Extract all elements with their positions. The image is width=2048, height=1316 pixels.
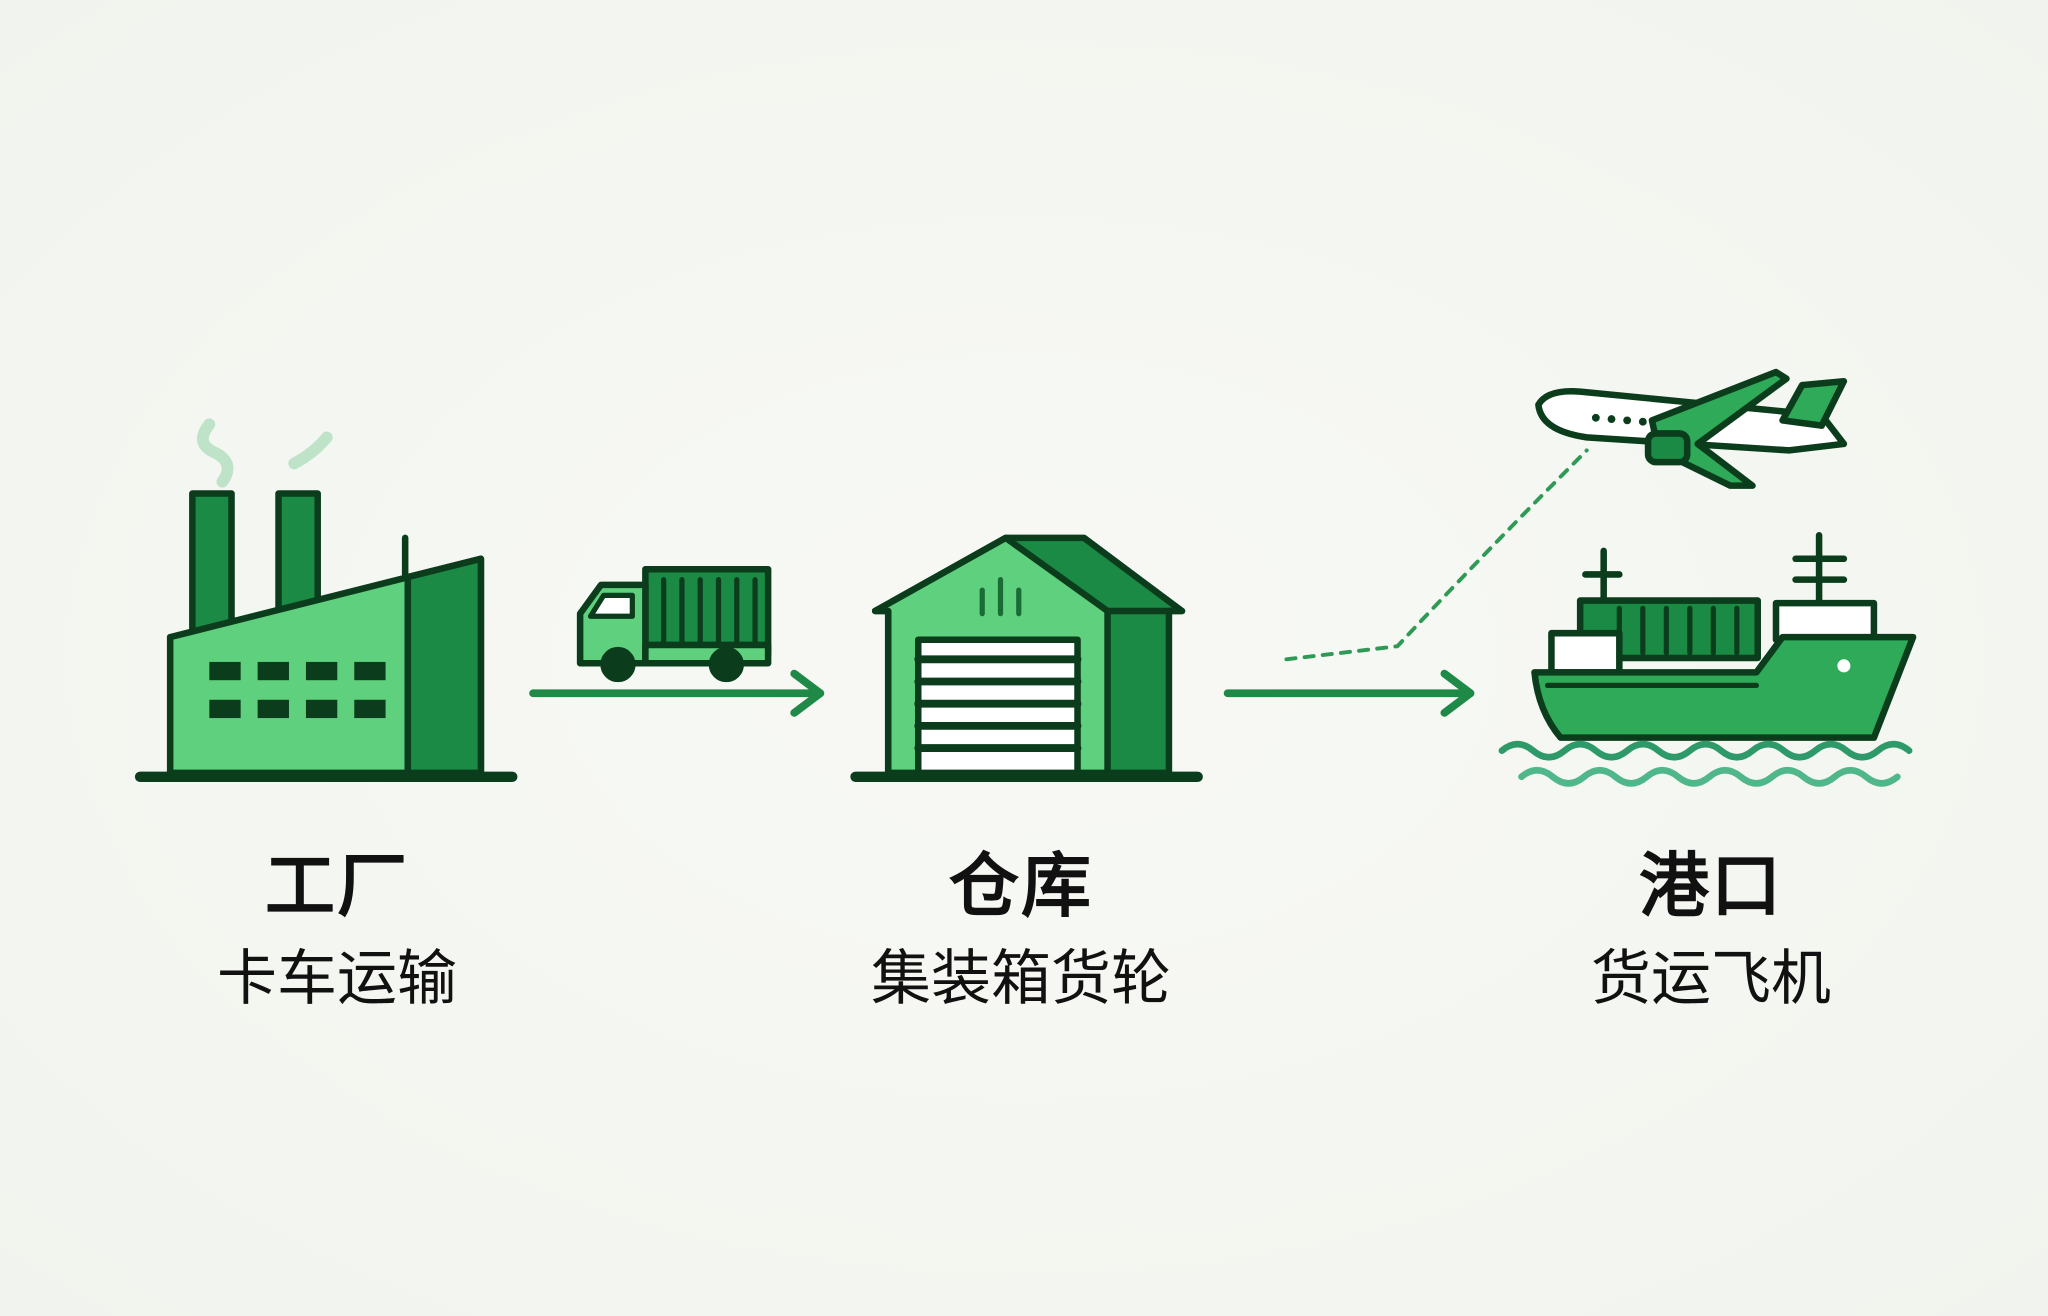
node-subtitle-factory: 卡车运输 bbox=[217, 944, 457, 1014]
node-subtitle-warehouse: 集装箱货轮 bbox=[871, 944, 1171, 1014]
arrow-warehouse-to-port bbox=[1223, 669, 1475, 717]
truck-icon bbox=[576, 565, 772, 683]
node-title-port: 港口 bbox=[1639, 845, 1783, 927]
arrow-factory-to-warehouse bbox=[529, 669, 825, 717]
node-title-warehouse: 仓库 bbox=[949, 845, 1093, 927]
cargo-ship-icon bbox=[1498, 532, 1917, 787]
flight-path-dashed bbox=[1284, 448, 1589, 662]
node-subtitle-port: 货运飞机 bbox=[1591, 944, 1831, 1014]
airplane-icon bbox=[1535, 368, 1848, 489]
warehouse-icon bbox=[850, 534, 1203, 783]
factory-icon bbox=[134, 418, 518, 783]
node-title-factory: 工厂 bbox=[265, 845, 409, 927]
